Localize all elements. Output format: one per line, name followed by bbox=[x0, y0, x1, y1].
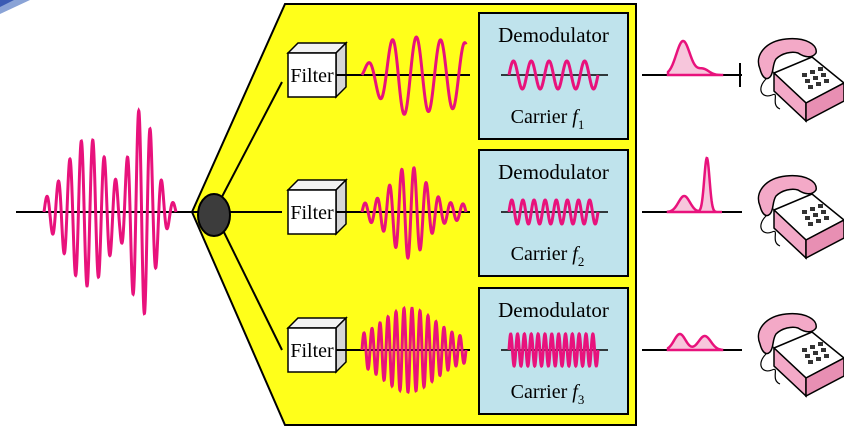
telephone-icon bbox=[757, 174, 844, 260]
telephone-icon bbox=[757, 37, 844, 123]
filter-box-side bbox=[335, 316, 347, 374]
output-signal-shape bbox=[666, 332, 724, 352]
filter-box: Filter bbox=[286, 316, 348, 374]
carrier-frequency-symbol: f bbox=[572, 381, 580, 403]
phone-key bbox=[808, 85, 813, 89]
branch-line-top bbox=[213, 81, 283, 213]
corner-decoration bbox=[0, 0, 30, 14]
filter-box-front bbox=[287, 327, 337, 373]
demodulator-label: Demodulator bbox=[498, 160, 609, 184]
composite-signal-wave bbox=[42, 107, 178, 316]
filter-label: Filter bbox=[290, 65, 334, 87]
carrier-frequency-symbol: f bbox=[572, 243, 580, 265]
phone-handset bbox=[757, 174, 817, 217]
phone-key bbox=[818, 204, 823, 208]
phone-key bbox=[802, 73, 807, 77]
phone-key bbox=[816, 219, 821, 223]
phone-key bbox=[816, 82, 821, 86]
carrier-label: Carrier f3 bbox=[511, 381, 585, 407]
carrier-frequency-subscript: 1 bbox=[578, 117, 585, 132]
phone-handset bbox=[757, 37, 817, 80]
carrier-wave bbox=[507, 198, 600, 226]
phone-key bbox=[818, 67, 823, 71]
filter-box-side bbox=[335, 41, 347, 99]
phone-key bbox=[818, 342, 823, 346]
demodulator-label: Demodulator bbox=[498, 23, 609, 47]
phone-key bbox=[802, 210, 807, 214]
phone-key bbox=[805, 216, 810, 220]
filter-box-side bbox=[335, 178, 347, 236]
phone-key bbox=[821, 210, 826, 214]
phone-key bbox=[821, 73, 826, 77]
output-signal-shape bbox=[666, 156, 722, 214]
branch-line-bottom bbox=[213, 211, 283, 351]
filtered-signal-wave bbox=[360, 166, 468, 260]
filter-box: Filter bbox=[286, 41, 348, 99]
phone-key bbox=[813, 213, 818, 217]
carrier-label: Carrier f1 bbox=[511, 106, 585, 132]
phone-key bbox=[824, 354, 829, 358]
carrier-word: Carrier bbox=[511, 381, 573, 403]
phone-base-side bbox=[805, 357, 844, 398]
filter-box-front bbox=[287, 52, 337, 98]
phone-cord bbox=[760, 78, 781, 110]
phone-base-side bbox=[805, 219, 844, 260]
telephone-icon bbox=[757, 312, 844, 398]
filtered-signal-wave bbox=[360, 305, 468, 395]
carrier-wave bbox=[507, 59, 600, 91]
splitter-node bbox=[197, 193, 231, 237]
phone-key bbox=[810, 345, 815, 349]
phone-key bbox=[808, 222, 813, 226]
phone-key bbox=[810, 207, 815, 211]
phone-key bbox=[808, 360, 813, 364]
phone-key bbox=[810, 70, 815, 74]
phone-key bbox=[813, 351, 818, 355]
phone-key bbox=[824, 216, 829, 220]
output-signal-shape bbox=[666, 39, 724, 77]
phone-key bbox=[816, 357, 821, 361]
phone-key bbox=[821, 348, 826, 352]
demodulator-label: Demodulator bbox=[498, 298, 609, 322]
phone-key bbox=[805, 354, 810, 358]
phone-key bbox=[813, 76, 818, 80]
phone-cord bbox=[760, 215, 781, 247]
carrier-word: Carrier bbox=[511, 243, 573, 265]
carrier-label: Carrier f2 bbox=[511, 243, 585, 269]
carrier-frequency-subscript: 3 bbox=[578, 392, 585, 407]
filter-box: Filter bbox=[286, 178, 348, 236]
phone-handset bbox=[757, 312, 817, 355]
phone-cord bbox=[760, 353, 781, 385]
carrier-frequency-symbol: f bbox=[572, 106, 580, 128]
filter-box-front bbox=[287, 189, 337, 235]
filtered-signal-wave bbox=[360, 35, 468, 116]
carrier-word: Carrier bbox=[511, 106, 573, 128]
filter-label: Filter bbox=[290, 202, 334, 224]
phone-key bbox=[802, 348, 807, 352]
filter-label: Filter bbox=[290, 340, 334, 362]
phone-base-side bbox=[805, 82, 844, 123]
phone-key bbox=[824, 79, 829, 83]
carrier-frequency-subscript: 2 bbox=[578, 254, 585, 269]
phone-key bbox=[805, 79, 810, 83]
carrier-wave bbox=[507, 331, 600, 369]
